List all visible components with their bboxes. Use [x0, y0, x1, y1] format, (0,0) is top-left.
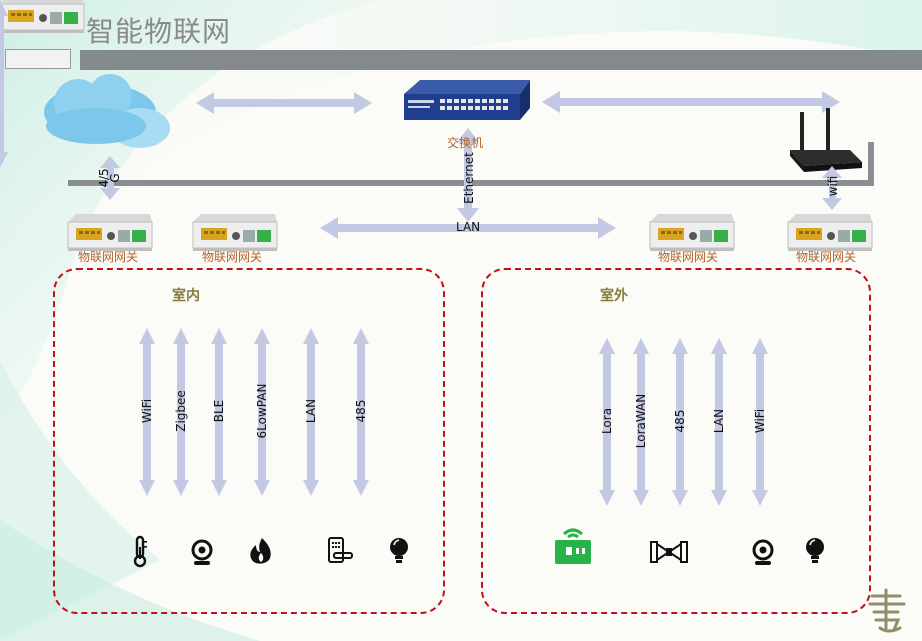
fire-icon — [250, 538, 271, 564]
gateway-icon — [0, 0, 85, 33]
protocol-label: LAN — [304, 398, 318, 424]
indoor-zone — [53, 268, 445, 614]
gateway-icon — [787, 213, 873, 252]
seal-logo — [868, 588, 906, 633]
radio-meter-icon — [555, 528, 591, 564]
gateway-icon — [649, 213, 735, 252]
outdoor-zone-title: 室外 — [600, 288, 628, 304]
protocol-label: 485 — [354, 399, 368, 423]
switch-router-arrow — [542, 91, 840, 113]
lan-top-label: LAN — [456, 220, 481, 234]
gateway-label: 物联网网关 — [658, 250, 719, 264]
protocol-label: Lora — [600, 407, 614, 435]
switch-icon — [404, 80, 530, 120]
router-icon — [790, 108, 862, 172]
camera-icon — [752, 539, 774, 565]
bulb-icon — [806, 538, 824, 563]
valve-icon — [650, 541, 688, 563]
thermometer-icon — [133, 535, 147, 568]
protocol-label: LoraWAN — [634, 393, 648, 449]
gateway-label: 物联网网关 — [78, 250, 139, 264]
header-banner — [80, 50, 922, 70]
protocol-label: 6LowPAN — [255, 383, 269, 439]
outdoor-zone — [481, 268, 871, 614]
protocol-label: 485 — [673, 409, 687, 433]
header-tab — [5, 49, 71, 69]
protocol-label: WiFi — [753, 408, 767, 434]
bulb-icon — [390, 538, 408, 563]
indoor-zone-title: 室内 — [172, 288, 200, 304]
protocol-label: WiFi — [140, 398, 154, 424]
cloud-switch-arrow — [196, 92, 372, 114]
switch-label: 交换机 — [447, 136, 484, 150]
protocol-label: BLE — [212, 399, 226, 423]
gateway-label: 物联网网关 — [796, 250, 857, 264]
wifi-vertical-arrow — [822, 166, 842, 210]
camera-icon — [191, 539, 213, 565]
cloud-link-label: 4/5 G — [97, 168, 122, 188]
cloud-icon — [44, 74, 170, 148]
cloud-vertical-arrow — [100, 156, 120, 200]
protocol-label: LAN — [712, 408, 726, 434]
gateway-label: 物联网网关 — [202, 250, 263, 264]
page-title: 智能物联网 — [86, 15, 232, 48]
ethernet-label: Ethernet — [462, 152, 476, 204]
protocol-label: Zigbee — [174, 390, 188, 432]
door-lock-icon — [328, 537, 353, 563]
lan-horizontal-arrow — [320, 217, 616, 239]
wifi-router-label: wifi — [826, 175, 840, 197]
gateway-icon — [67, 213, 153, 252]
ethernet-vertical-arrow — [457, 128, 479, 222]
gateway-icon — [192, 213, 278, 252]
